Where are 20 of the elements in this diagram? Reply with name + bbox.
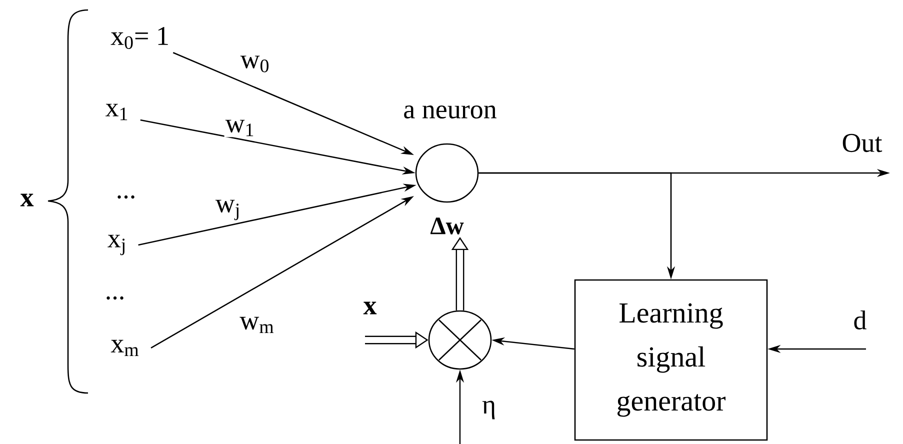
neuron-circle xyxy=(415,143,479,203)
edge-label: w$_{m}$ xyxy=(240,316,274,334)
ellipsis: ... xyxy=(118,195,134,199)
edge-label: η xyxy=(482,400,495,420)
input-label: x$_{0}$= 1 xyxy=(110,26,168,49)
node-caption: a neuron xyxy=(404,106,496,118)
delta-label: Δw xyxy=(430,218,464,234)
ellipsis: ... xyxy=(106,296,124,300)
edge-label: x xyxy=(363,302,377,314)
input-label: x$_{j}$ xyxy=(108,234,124,256)
edge-label: Out xyxy=(842,134,882,152)
input-label: x$_{m}$ xyxy=(110,340,139,356)
input-label: x$_{1}$ xyxy=(106,104,128,120)
process-box: Learning signal generator xyxy=(574,279,768,441)
edge-label: w$_{1}$ xyxy=(225,120,254,136)
edge-label: w$_{0}$ xyxy=(240,56,269,72)
edge-label: w$_{j}$ xyxy=(215,200,238,220)
variable-label: x xyxy=(20,194,34,206)
multiplier-circle xyxy=(428,310,492,370)
edge-label: d xyxy=(854,310,866,330)
